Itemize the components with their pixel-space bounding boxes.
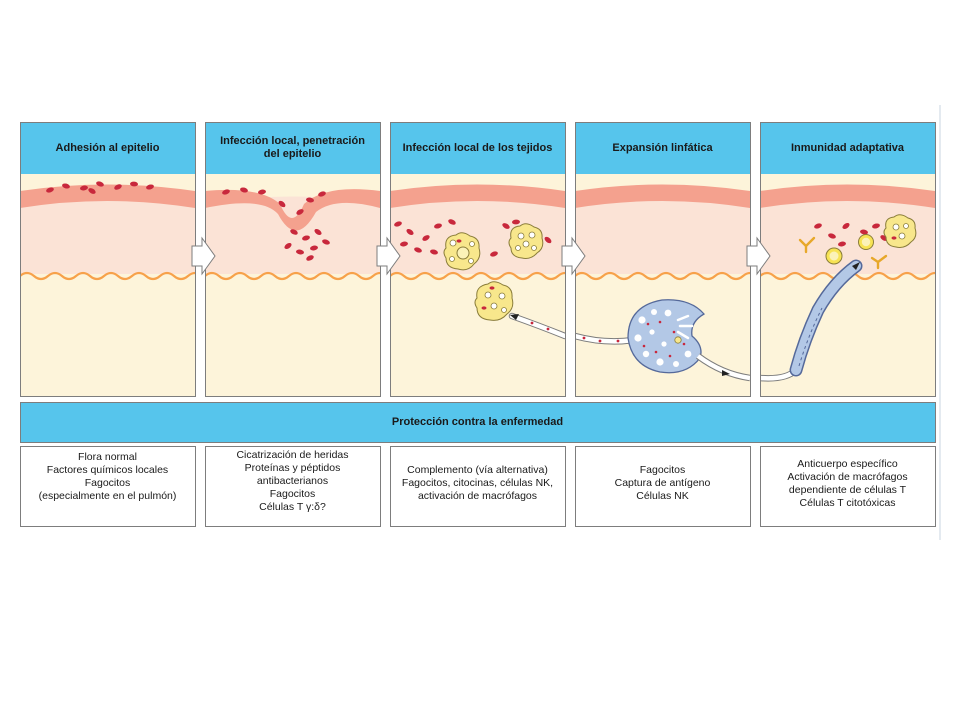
protection-item: Fagocitos, citocinas, células NK, xyxy=(401,477,554,489)
protection-item: Fagocitos xyxy=(84,477,131,489)
panel-lymphatic xyxy=(575,174,750,396)
transition-arrow-icon xyxy=(561,236,586,276)
protection-item: Fagocitos xyxy=(639,464,686,476)
protection-list: Cicatrización de heridas Proteínas y pép… xyxy=(205,446,380,526)
panel-penetration xyxy=(205,174,380,396)
protection-item: Células T γ:δ? xyxy=(259,501,326,513)
stage-title: Expansión linfática xyxy=(612,141,713,154)
membrane-wave xyxy=(390,271,565,281)
protection-band xyxy=(20,402,936,443)
stage-title: Adhesión al epitelio xyxy=(55,141,160,154)
protection-item: activación de macrófagos xyxy=(417,490,538,502)
phagocyte xyxy=(474,281,514,321)
protection-item: Células NK xyxy=(636,490,689,502)
protection-item: Complemento (vía alternativa) xyxy=(407,464,548,476)
epithelium-layer xyxy=(20,184,195,208)
protection-list: Anticuerpo específico Activación de macr… xyxy=(760,446,935,526)
protection-title: Protección contra la enfermedad xyxy=(391,416,564,428)
epithelium-layer xyxy=(760,184,935,208)
phagocyte xyxy=(508,223,544,259)
arrow-icon xyxy=(510,314,519,320)
antibody xyxy=(798,236,816,254)
stage-title: Inmunidad adaptativa xyxy=(790,141,905,154)
tissue-layer xyxy=(205,196,380,274)
membrane-wave xyxy=(205,271,380,281)
protection-cells xyxy=(20,446,936,527)
panel-tissue-infection xyxy=(390,174,565,396)
panel-adaptive xyxy=(760,174,935,396)
protection-list: Complemento (vía alternativa) Fagocitos,… xyxy=(390,446,565,526)
phagocyte xyxy=(443,232,481,271)
stage-title: Infección local, penetración del epiteli… xyxy=(220,135,365,160)
stage-header-bars xyxy=(20,122,935,174)
lymphocyte xyxy=(825,247,843,265)
phagocyte xyxy=(883,214,917,248)
protection-item: Anticuerpo específico xyxy=(797,458,898,470)
epithelium-layer xyxy=(390,184,565,208)
protection-item: Fagocitos xyxy=(269,488,316,500)
arrow-icon xyxy=(722,370,730,376)
protection-item: antibacterianos xyxy=(256,475,329,487)
membrane-wave xyxy=(20,271,195,281)
protection-item: dependiente de células T xyxy=(788,484,907,496)
epithelium-layer xyxy=(205,189,380,231)
tissue-layer xyxy=(575,196,750,274)
membrane-wave xyxy=(575,271,750,281)
tissue-layer xyxy=(760,196,935,274)
transition-arrow-icon xyxy=(191,236,216,276)
protection-item: Flora normal xyxy=(78,451,137,463)
bacteria-cluster xyxy=(222,187,330,261)
protection-list: Flora normal Factores químicos locales F… xyxy=(20,446,195,526)
bacteria-cluster xyxy=(394,219,552,257)
panel-adhesion xyxy=(20,174,195,396)
tissue-layer xyxy=(20,196,195,274)
transition-arrow-icon xyxy=(376,236,401,276)
protection-item: Captura de antígeno xyxy=(614,477,711,489)
stage-arrows xyxy=(191,236,771,276)
lymphocyte xyxy=(858,234,874,250)
protection-item: (especialmente en el pulmón) xyxy=(38,490,177,502)
protection-item: Células T citotóxicas xyxy=(799,497,896,509)
bacteria-cluster xyxy=(46,181,154,194)
lymph-node xyxy=(627,299,706,374)
protection-item: Factores químicos locales xyxy=(46,464,169,476)
epithelium-layer xyxy=(575,184,750,208)
arrow-icon xyxy=(852,262,860,270)
stage-title: Infección local de los tejidos xyxy=(402,141,553,154)
protection-list: Fagocitos Captura de antígeno Células NK xyxy=(575,446,750,526)
protection-item: Cicatrización de heridas xyxy=(236,449,349,461)
protection-item: Proteínas y péptidos xyxy=(244,462,341,474)
protection-item: Activación de macrófagos xyxy=(787,471,908,483)
antibody xyxy=(870,254,888,270)
transition-arrow-icon xyxy=(746,236,771,276)
